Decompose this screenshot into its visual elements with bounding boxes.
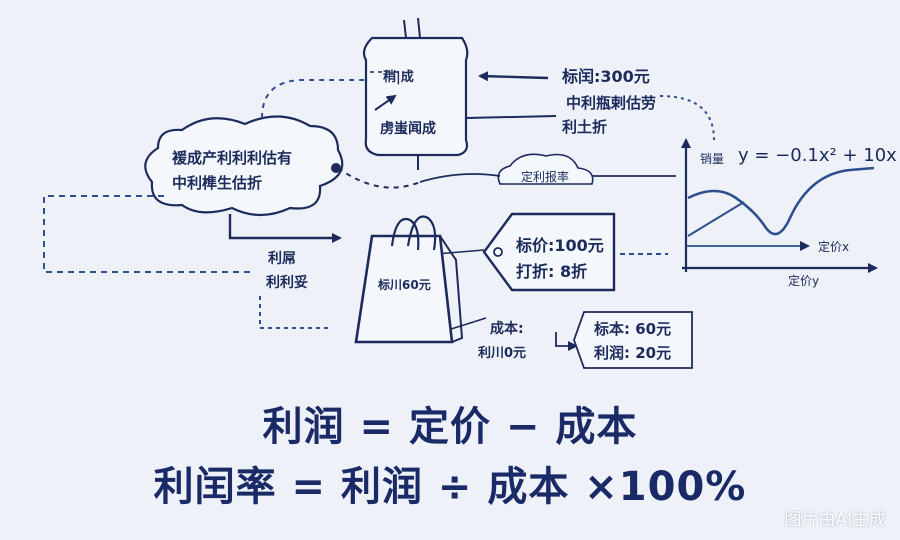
cost-arrow bbox=[555, 332, 578, 351]
left-cloud-label-2: 中利榫生估折 bbox=[172, 174, 263, 192]
graph-curve bbox=[687, 166, 875, 236]
dashed-left-loop bbox=[43, 195, 252, 273]
graph-line bbox=[687, 201, 745, 237]
graph-equation: y = −0.1x² + 10x bbox=[738, 145, 897, 166]
bag-to-cost bbox=[447, 317, 487, 331]
bag-handle-1 bbox=[390, 217, 420, 251]
price-tag-label-2: 打折: 8折 bbox=[516, 262, 588, 281]
top-box-arrow bbox=[374, 94, 397, 111]
formula-profit: 利润 = 定价 − 成本 bbox=[262, 404, 638, 450]
dashed-left-top bbox=[261, 79, 366, 119]
cost-label-2: 利川0元 bbox=[478, 346, 527, 361]
top-box-label-1: 稍|成 bbox=[383, 70, 414, 85]
top-right-label-1: 标闰:300元 bbox=[562, 67, 650, 86]
left-cloud-label-1: 褑成产利利利估有 bbox=[172, 149, 293, 167]
graph-y-label: 销量 bbox=[700, 152, 725, 166]
left-cloud bbox=[144, 115, 344, 217]
formula-profit-rate: 利闰率 = 利润 ÷ 成本 ×100% bbox=[153, 464, 747, 510]
dotted-to-graph bbox=[659, 95, 715, 141]
price-tag bbox=[482, 212, 616, 292]
bag-side bbox=[439, 235, 464, 343]
line-top-right bbox=[465, 115, 557, 119]
graph-x-label-1: 定价x bbox=[818, 240, 850, 254]
result-label-1: 标本: 60元 bbox=[594, 320, 672, 338]
dashed-left-cloud-right bbox=[337, 167, 421, 189]
dashed-small-label bbox=[259, 296, 330, 329]
result-box bbox=[573, 311, 693, 369]
dot-left-cloud bbox=[331, 163, 341, 173]
line-to-mid-cloud bbox=[419, 173, 501, 183]
tag-string bbox=[435, 249, 485, 255]
left-small-label-1: 利屌 bbox=[268, 251, 296, 267]
top-box-tie bbox=[403, 17, 421, 39]
top-box-label-2: 虏蚩闻成 bbox=[380, 121, 436, 137]
top-right-label-2: 中利瓶剌估劳 bbox=[566, 94, 657, 112]
cost-label-1: 成本: bbox=[490, 321, 524, 337]
bag-label: 标川60元 bbox=[378, 278, 431, 292]
bag-handle-2 bbox=[406, 215, 437, 251]
price-tag-label-1: 标价:100元 bbox=[516, 236, 604, 255]
top-right-label-3: 利土折 bbox=[562, 118, 608, 136]
mid-cloud bbox=[497, 153, 594, 185]
arrow-cloud-to-bag bbox=[228, 214, 342, 243]
mid-cloud-label: 定利报率 bbox=[521, 170, 570, 184]
graph-x-label-2: 定价y bbox=[788, 274, 820, 288]
result-label-2: 利润: 20元 bbox=[594, 344, 672, 362]
top-box bbox=[362, 36, 469, 157]
watermark: 图片由AI生成 bbox=[784, 510, 886, 530]
price-tag-hole bbox=[493, 247, 503, 257]
arrow-into-top-box bbox=[478, 71, 549, 82]
left-small-label-2: 利利妥 bbox=[266, 275, 308, 291]
